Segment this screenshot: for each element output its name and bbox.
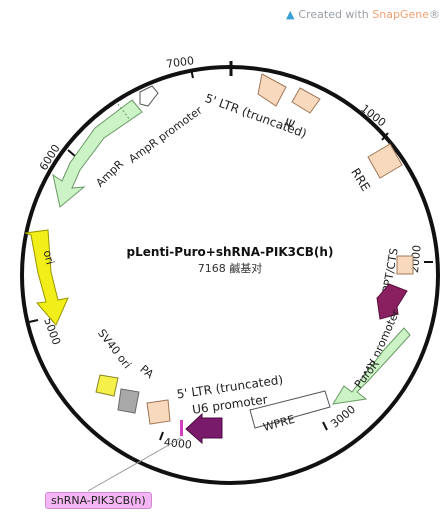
sv40-ori-label: SV40 ori: [95, 327, 134, 371]
tick-label-4000: 4000: [163, 436, 192, 452]
cppt-segment[interactable]: [396, 255, 414, 275]
u6-promoter-arrow[interactable]: [185, 412, 223, 445]
psi-label: Ψ: [283, 116, 297, 132]
puror-arrow[interactable]: [332, 327, 411, 405]
ori-arrow[interactable]: [24, 229, 69, 326]
snapgene-credit: ▲Created with SnapGene®: [286, 8, 440, 21]
ampr-promoter-segment[interactable]: [139, 85, 159, 107]
tick-4000: [159, 431, 164, 441]
ampr-divider: [117, 103, 131, 121]
ampr-label: AmpR: [93, 157, 126, 189]
tick-label-7000: 7000: [165, 54, 195, 71]
tick-7000: [190, 68, 194, 79]
sv40-ori-segment[interactable]: [95, 374, 119, 397]
wpre-segment[interactable]: [249, 390, 331, 429]
rre-label: RRE: [348, 166, 373, 194]
rre-segment[interactable]: [367, 143, 403, 179]
shrna-highlight-badge[interactable]: shRNA-PIK3CB(h): [45, 492, 152, 509]
plasmid-backbone: [20, 65, 440, 485]
tick-3000: [322, 421, 328, 431]
shrna-insert-marker[interactable]: [180, 420, 183, 436]
pa-label: PA: [137, 363, 156, 382]
tick-label-3000: 3000: [328, 403, 358, 431]
shrna-connector-line: [87, 437, 182, 492]
tick-1000: [381, 132, 389, 141]
puror-label: PuroR: [352, 357, 382, 391]
tick-5000: [28, 319, 39, 323]
ltr5-top-segment[interactable]: [257, 73, 287, 107]
credit-prefix: Created with: [298, 8, 373, 21]
tick-6000: [67, 149, 76, 157]
plasmid-size: 7168 鹹基对: [198, 261, 263, 275]
cppt-arrow: [376, 283, 408, 320]
snapgene-logo-icon: ▲: [285, 8, 295, 21]
ltr5-bottom-segment[interactable]: [146, 399, 171, 425]
credit-suffix: ®: [429, 8, 440, 21]
psi-segment[interactable]: [291, 87, 321, 114]
ori-label: ori: [41, 249, 57, 266]
credit-brand: SnapGene: [372, 8, 429, 21]
pa-segment[interactable]: [117, 388, 140, 414]
ampr-arrow[interactable]: [52, 99, 143, 208]
plasmid-name: pLenti-Puro+shRNA-PIK3CB(h): [127, 245, 334, 259]
ltr5-top-label: 5' LTR (truncated): [203, 91, 308, 141]
